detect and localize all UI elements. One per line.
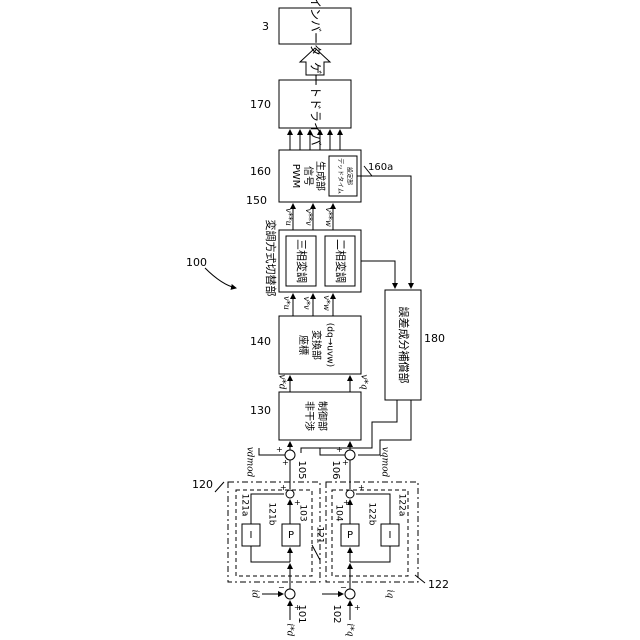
mod-switch-block [279, 230, 361, 292]
error-comp-label: 誤差成分補償部 [397, 307, 411, 384]
deadtime-ref: 160a [368, 162, 393, 173]
sign-101-b: − [278, 583, 285, 592]
sum-junction-103 [286, 490, 294, 498]
sum-106-ref: 106 [330, 460, 341, 479]
vu-star2-label: v**u [284, 208, 293, 226]
sum-105-ref: 105 [296, 460, 307, 479]
sum-104-ref: 104 [334, 504, 344, 521]
pi-d-box-ref: 121 [315, 526, 325, 543]
pwm-label-2: 信号 [302, 166, 314, 186]
error-comp-ref: 180 [424, 332, 445, 345]
id-star-label: i*d [285, 623, 295, 636]
vq-star-label: v*q [359, 374, 369, 390]
inverter-ref: 3 [262, 20, 269, 33]
sign-103-a: + [280, 483, 287, 492]
sign-105-b: + [276, 445, 283, 454]
coord-label-2: 変換部 [310, 330, 323, 360]
sign-103-b: + [294, 498, 301, 507]
system-ref: 100 [186, 256, 207, 269]
coord-label-3: (dq→uvw) [325, 323, 335, 367]
pi-d-p-label: P [288, 530, 294, 541]
decouple-label-2: 制御部 [316, 401, 329, 431]
vq-mod-label: vqmod [380, 447, 390, 478]
pwm-label-3: 生成部 [314, 161, 327, 191]
sign-106-a: + [342, 458, 349, 467]
sign-102-a: + [354, 603, 361, 612]
vw-star2-label: v**w [324, 207, 333, 227]
pwm-ref: 160 [250, 165, 271, 178]
pi-q-p-ref: 122b [367, 503, 377, 526]
pi-q-i-label: I [389, 530, 392, 541]
sum-junction-104 [346, 490, 354, 498]
deadtime-label-2: 設定部 [346, 167, 354, 185]
pi-q-ref: 122 [428, 578, 449, 591]
coord-ref: 140 [250, 335, 271, 348]
deadtime-label-1: デッドタイム [337, 158, 345, 194]
vu-star-label: v*u [282, 296, 291, 310]
sign-104-a: + [358, 483, 365, 492]
pi-d-i-ref: 121a [240, 494, 250, 517]
two-phase-label: 二相変調 [334, 239, 348, 283]
sign-106-b: + [336, 445, 343, 454]
id-label: id [250, 590, 260, 599]
sum-junction-101 [285, 589, 295, 599]
gate-driver-ref: 170 [250, 98, 271, 111]
pwm-label-1: PWM [290, 164, 301, 189]
sign-105-a: + [282, 458, 289, 467]
mod-switch-ref: 150 [246, 194, 267, 207]
vw-star-label: v*w [322, 295, 331, 311]
decouple-label-1: 非干渉 [303, 401, 316, 431]
mod-switch-label: 変調方式切替部 [264, 220, 278, 297]
sign-104-b: + [343, 498, 350, 507]
coord-label-1: 座標 [297, 335, 310, 355]
pi-d-ref: 120 [192, 478, 213, 491]
pi-q-p-label: P [347, 530, 353, 541]
gate-driver-label: ゲートドライバ [309, 62, 323, 146]
vd-mod-label: vdmod [245, 447, 255, 478]
pi-d-p-ref: 121b [267, 503, 277, 526]
vd-star-label: v*d [277, 374, 287, 390]
vv-star2-label: v**v [304, 208, 313, 226]
three-phase-label: 三相変調 [295, 239, 309, 283]
pi-q-i-ref: 122a [397, 494, 407, 517]
decouple-ref: 130 [250, 404, 271, 417]
inverter-label: インバータ [309, 0, 323, 56]
sign-101-a: + [294, 603, 301, 612]
sum-102-ref: 102 [331, 604, 342, 623]
iq-star-label: i*q [345, 623, 355, 636]
vv-star-label: v*v [302, 296, 311, 310]
pi-d-i-label: I [250, 530, 253, 541]
iq-label: iq [385, 590, 395, 599]
sign-102-b: − [340, 583, 347, 592]
